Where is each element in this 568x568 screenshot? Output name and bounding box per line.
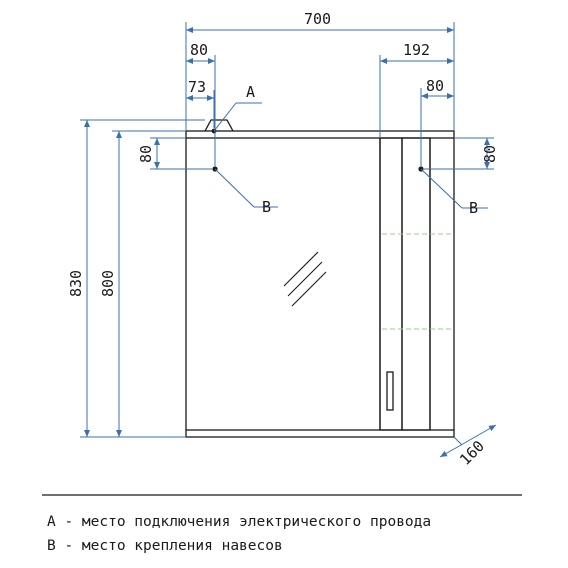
dim-right-cabinet: 192 [403, 41, 430, 59]
dim-total-height: 830 [67, 270, 85, 297]
dimension-lines [80, 22, 497, 458]
top-panel [185, 130, 455, 139]
callout-b-right: B [469, 199, 478, 217]
dim-body-height: 800 [99, 270, 117, 297]
cabinet-outline [185, 119, 455, 438]
right-cabinet-door-right [401, 137, 431, 431]
mirror-reflection [283, 251, 327, 307]
legend-line-a: A - место подключения электрического про… [47, 514, 432, 530]
dim-left-outer: 80 [190, 41, 208, 59]
dim-depth: 160 [456, 437, 488, 469]
legend-line-b: B - место крепления навесов [47, 538, 283, 554]
callout-b-left: B [262, 198, 271, 216]
bottom-panel [185, 429, 455, 438]
right-cabinet-door-left [379, 137, 403, 431]
legend: A - место подключения электрического про… [47, 510, 431, 558]
electric-connector [204, 119, 234, 132]
dim-total-width: 700 [304, 10, 331, 28]
dim-left-vertical: 80 [137, 145, 155, 163]
dim-left-inner: 73 [188, 78, 206, 96]
dim-right-vertical: 80 [481, 145, 499, 163]
callout-a: A [246, 83, 255, 101]
door-handle [386, 371, 394, 411]
shelf-marks [382, 233, 452, 330]
dim-right-offset: 80 [426, 77, 444, 95]
